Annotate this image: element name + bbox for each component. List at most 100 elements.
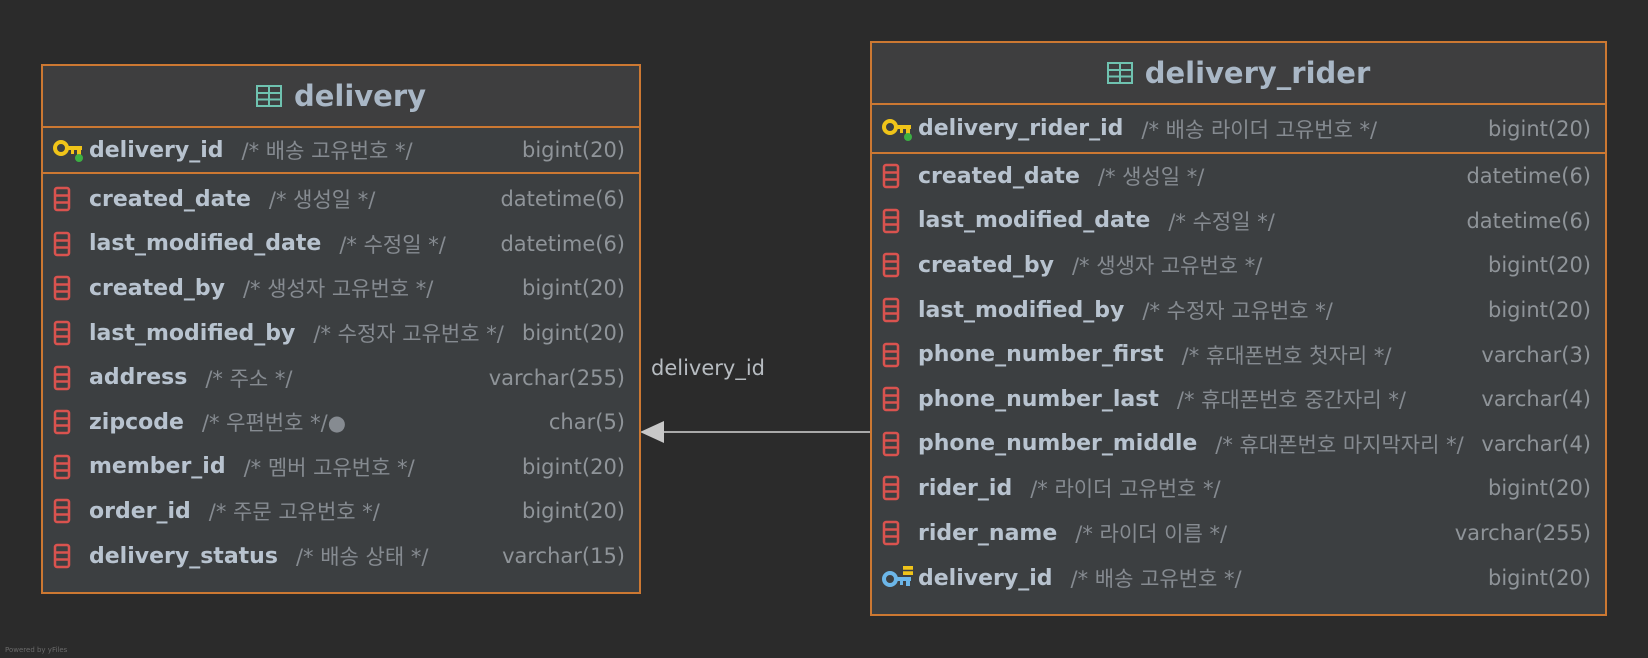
table-title: delivery_rider xyxy=(1144,56,1371,90)
column-name: created_date xyxy=(918,163,1080,189)
column-row-last-modified-date[interactable]: last_modified_date/* 수정일 */datetime(6) xyxy=(872,199,1605,244)
table-title: delivery xyxy=(293,79,427,113)
table-delivery-rider[interactable]: delivery_rider delivery_rider_id /* 배송 라… xyxy=(870,41,1607,616)
column-row-last-modified-date[interactable]: last_modified_date /* 수정일 */ datetime(6) xyxy=(43,222,639,267)
column-type: bigint(20) xyxy=(1488,566,1591,591)
column-name: created_by xyxy=(918,252,1054,278)
column-name: last_modified_date xyxy=(89,231,322,257)
column-row-created-date[interactable]: created_date/* 생성일 */datetime(6) xyxy=(872,154,1605,199)
column-name: phone_number_middle xyxy=(918,431,1198,457)
column-row-created-date[interactable]: created_date/* 생성일 */datetime(6) xyxy=(43,177,639,222)
column-type: bigint(20) xyxy=(1488,476,1591,501)
table-grid-icon xyxy=(1106,62,1133,84)
column-icon xyxy=(882,208,918,234)
column-row-phone-number-middle[interactable]: phone_number_middle /* 휴대폰번호 마지막자리 */ varc… xyxy=(872,422,1605,467)
column-comment: /* 휴대폰번호 중간자리 */ xyxy=(1176,388,1406,413)
column-type: bigint(20) xyxy=(522,454,625,479)
column-icon xyxy=(53,320,89,346)
primary-key-row[interactable]: delivery_id /* 배송 고유번호 */ bigint(20) xyxy=(43,128,639,174)
column-comment: /* 생생자 고유번호 */ xyxy=(1071,254,1263,279)
column-icon xyxy=(882,342,918,368)
column-icon xyxy=(882,297,918,323)
column-icon xyxy=(53,275,89,301)
column-name: delivery_id xyxy=(89,137,224,163)
column-row-zipcode[interactable]: zipcode/* 우편번호 */●char(5) xyxy=(43,400,639,445)
column-row-address[interactable]: address/* 주소 */varchar(255) xyxy=(43,355,639,400)
column-type: bigint(20) xyxy=(1488,116,1591,141)
column-type: datetime(6) xyxy=(1466,208,1591,233)
column-name: rider_id xyxy=(918,475,1013,501)
foreign-key-row[interactable]: delivery_id /* 배송 고유번호 */ bigint(20) xyxy=(872,555,1605,601)
column-comment: /* 우편번호 */● xyxy=(201,411,347,436)
column-icon xyxy=(882,520,918,546)
column-type: varchar(15) xyxy=(502,544,625,569)
arrow-head-icon xyxy=(640,421,664,443)
column-row-last-modified-by[interactable]: last_modified_by /* 수정자 고유번호 */ bigint(20) xyxy=(43,311,639,356)
primary-key-icon xyxy=(882,116,918,142)
column-comment: /* 생성자 고유번호 */ xyxy=(242,277,434,302)
foreign-key-icon xyxy=(882,565,918,591)
column-type: varchar(4) xyxy=(1481,431,1591,456)
column-type: bigint(20) xyxy=(1488,298,1591,323)
column-comment: /* 주소 */ xyxy=(205,366,293,391)
table-grid-icon xyxy=(255,85,282,107)
column-type: bigint(20) xyxy=(522,138,625,162)
column-row-member-id[interactable]: member_id/* 멤버 고유번호 */bigint(20) xyxy=(43,445,639,490)
column-name: delivery_rider_id xyxy=(918,116,1124,141)
column-icon xyxy=(882,475,918,501)
column-list: created_date/* 생성일 */datetime(6)last_mod… xyxy=(872,154,1605,555)
column-name: last_modified_by xyxy=(89,320,296,346)
column-icon xyxy=(882,386,918,412)
table-delivery[interactable]: delivery delivery_id /* 배송 고유번호 */ bigin… xyxy=(41,64,641,594)
column-row-delivery-status[interactable]: delivery_status/* 배송 상태 */varchar(15) xyxy=(43,534,639,579)
column-icon xyxy=(882,431,918,457)
column-icon xyxy=(53,365,89,391)
column-name: phone_number_first xyxy=(918,342,1164,368)
column-comment: /* 라이더 고유번호 */ xyxy=(1030,477,1221,502)
column-icon xyxy=(53,543,89,569)
column-row-last-modified-by[interactable]: last_modified_by /* 수정자 고유번호 */ bigint(20) xyxy=(872,288,1605,333)
column-comment: /* 수정자 고유번호 */ xyxy=(313,322,504,347)
column-icon xyxy=(53,498,89,524)
column-icon xyxy=(882,252,918,278)
column-comment: /* 휴대폰번호 마지막자리 */ xyxy=(1215,432,1464,457)
column-comment: /* 생성일 */ xyxy=(268,188,376,213)
column-type: varchar(255) xyxy=(488,365,625,390)
primary-key-icon xyxy=(53,137,89,163)
column-comment: /* 배송 고유번호 */ xyxy=(241,139,413,163)
column-comment: /* 배송 라이더 고유번호 */ xyxy=(1141,117,1378,142)
column-comment: /* 수정일 */ xyxy=(339,232,446,257)
primary-key-row[interactable]: delivery_rider_id /* 배송 라이더 고유번호 */ bigi… xyxy=(872,105,1605,154)
column-comment: /* 수정자 고유번호 */ xyxy=(1142,299,1333,324)
column-row-rider-name[interactable]: rider_name/* 라이더 이름 */varchar(255) xyxy=(872,511,1605,556)
column-row-phone-number-first[interactable]: phone_number_first/* 휴대폰번호 첫자리 */varchar… xyxy=(872,332,1605,377)
column-comment: /* 생성일 */ xyxy=(1097,165,1205,190)
column-name: order_id xyxy=(89,498,191,524)
column-comment: /* 주문 고유번호 */ xyxy=(208,500,380,525)
column-list: created_date/* 생성일 */datetime(6)last_mod… xyxy=(43,174,639,578)
column-type: bigint(20) xyxy=(1488,253,1591,278)
column-type: varchar(4) xyxy=(1481,387,1591,412)
table-header: delivery xyxy=(43,66,639,128)
column-type: varchar(255) xyxy=(1454,521,1591,546)
column-row-created-by[interactable]: created_by /* 생생자 고유번호 */ bigint(20) xyxy=(872,243,1605,288)
column-type: datetime(6) xyxy=(500,231,625,256)
column-type: bigint(20) xyxy=(522,276,625,301)
column-icon xyxy=(53,409,89,435)
column-icon xyxy=(53,454,89,480)
column-row-created-by[interactable]: created_by/* 생성자 고유번호 */bigint(20) xyxy=(43,266,639,311)
column-row-phone-number-last[interactable]: phone_number_last/* 휴대폰번호 중간자리 */varchar… xyxy=(872,377,1605,422)
column-comment: /* 배송 상태 */ xyxy=(295,545,429,570)
column-name: last_modified_by xyxy=(918,297,1125,323)
column-icon xyxy=(882,163,918,189)
column-comment: /* 배송 고유번호 */ xyxy=(1070,567,1242,592)
column-row-rider-id[interactable]: rider_id /* 라이더 고유번호 */ bigint(20) xyxy=(872,466,1605,511)
column-type: varchar(3) xyxy=(1481,342,1591,367)
column-type: bigint(20) xyxy=(522,321,625,346)
column-type: char(5) xyxy=(548,410,625,435)
column-row-order-id[interactable]: order_id /* 주문 고유번호 */ bigint(20) xyxy=(43,489,639,534)
relationship-label: delivery_id xyxy=(651,356,765,380)
column-icon xyxy=(53,231,89,257)
column-type: bigint(20) xyxy=(522,499,625,524)
column-icon xyxy=(53,186,89,212)
